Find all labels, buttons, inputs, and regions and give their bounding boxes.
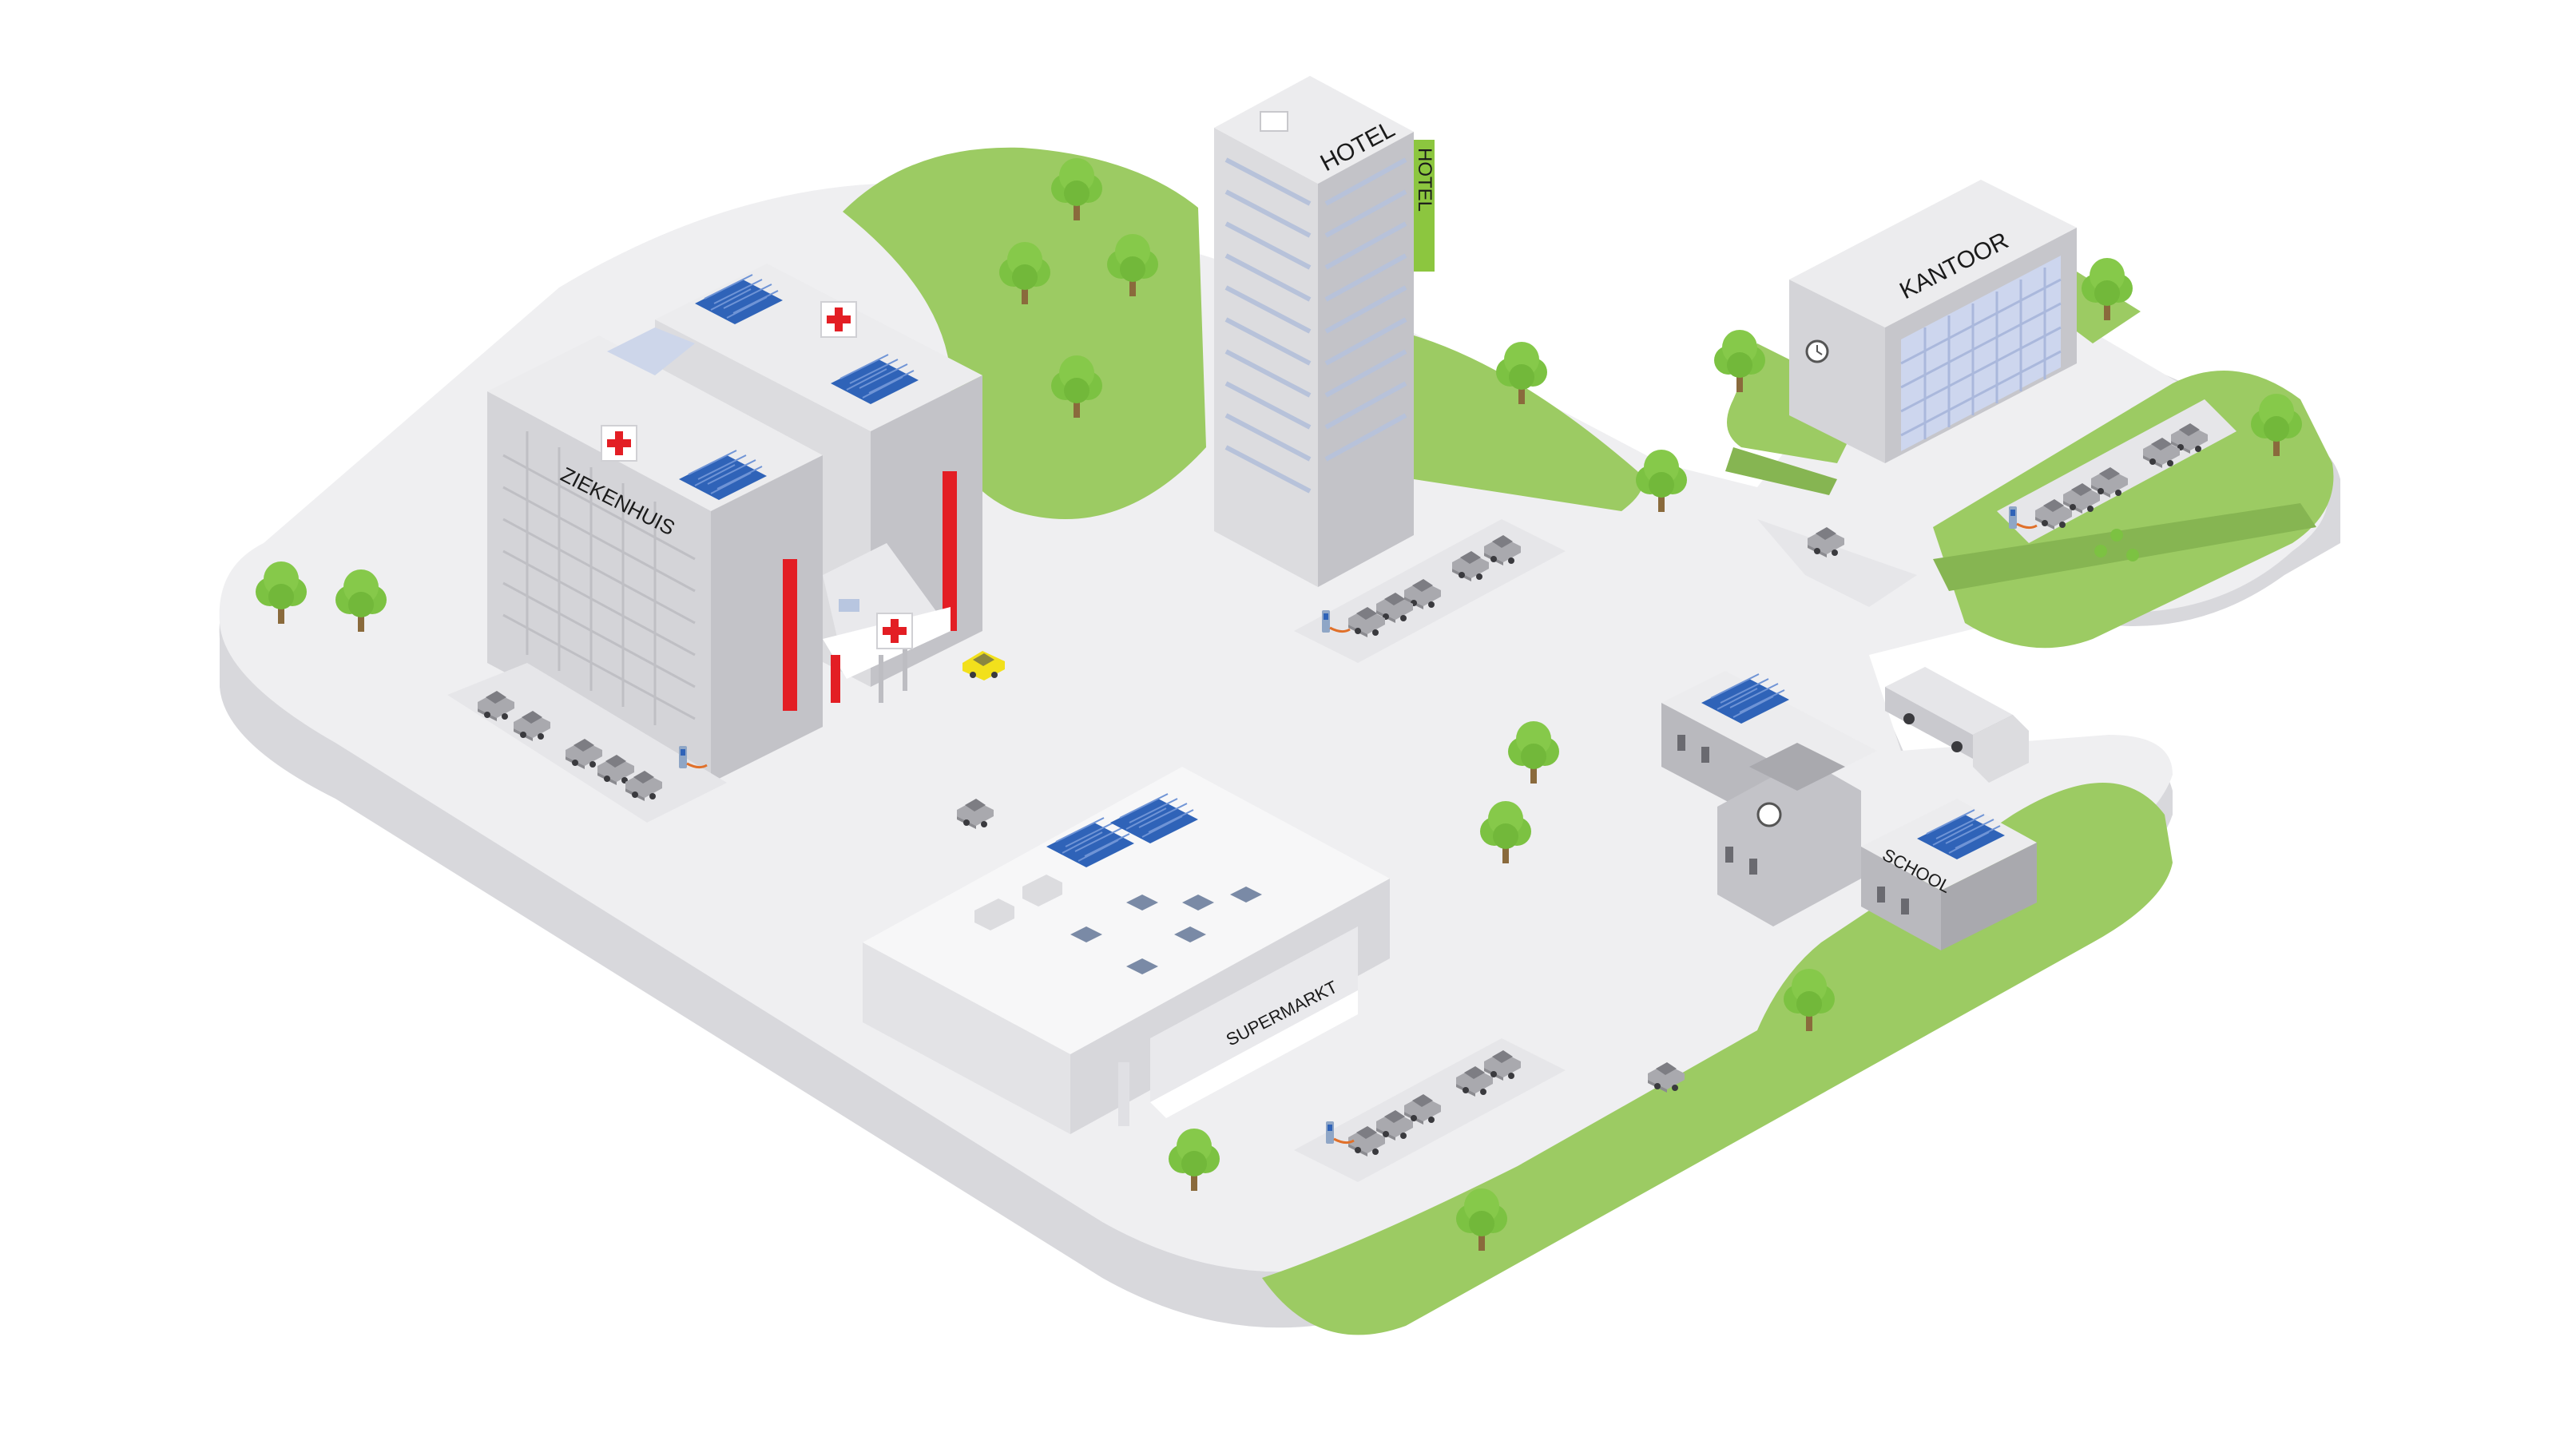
- red-cross-icon: [820, 301, 857, 338]
- parking-lot-hotel: [1294, 519, 1566, 663]
- parking-lot-hospital: [447, 663, 727, 823]
- hotel-sign-vertical: HOTEL: [1414, 148, 1435, 212]
- taxi-car: [962, 651, 1005, 680]
- trees: [256, 158, 2302, 1251]
- parking-lot-office: [1997, 399, 2236, 543]
- truck-icon: [1885, 667, 2029, 783]
- supermarket-building: SUPERMARKT: [863, 767, 1390, 1134]
- office-building: KANTOOR: [1789, 180, 2077, 463]
- roads: [1757, 519, 1917, 607]
- school-building: SCHOOL: [1661, 671, 2037, 950]
- hotel-building: HOTEL HOTEL: [1214, 76, 1435, 587]
- red-cross-icon: [601, 425, 637, 462]
- hospital-windows: [502, 431, 696, 725]
- parking-lot-supermarket: [1294, 1038, 1566, 1182]
- red-cross-icon: [876, 613, 913, 649]
